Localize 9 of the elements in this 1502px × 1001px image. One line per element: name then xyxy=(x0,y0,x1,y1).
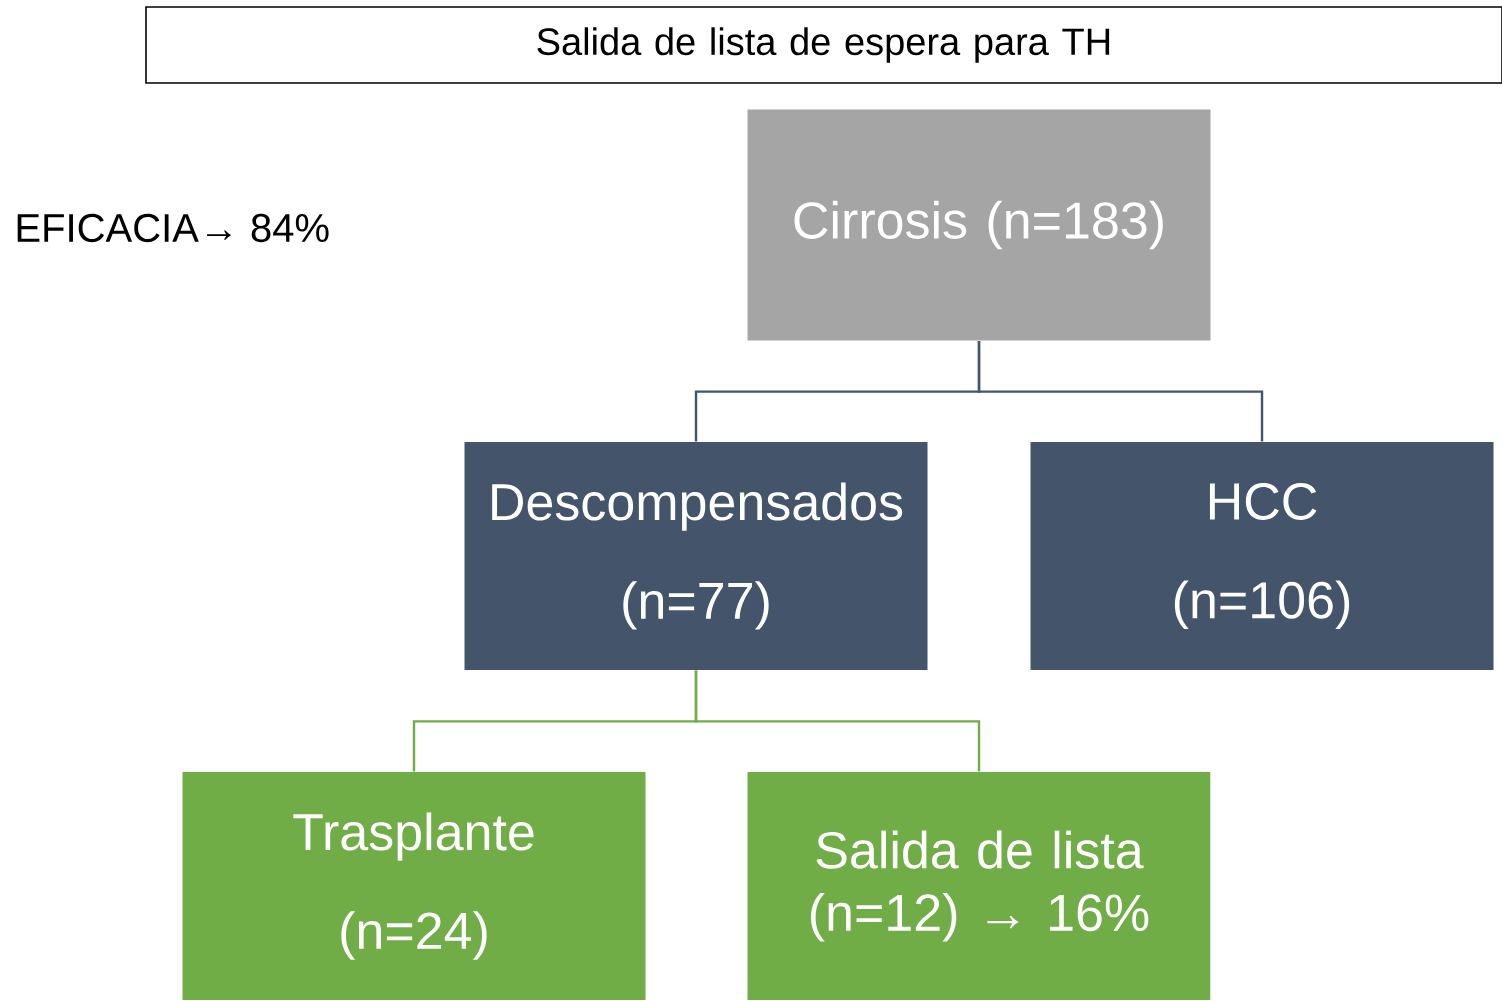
outcome-box: Trasplante (n=24) xyxy=(182,772,646,1000)
note-text: EFICACIA→ 84% xyxy=(17,213,329,243)
category-box: HCC (n=106) xyxy=(1030,442,1494,670)
outcome-box: Salida de lista (n=12) → 16% xyxy=(747,772,1211,1000)
title-box: Salida de lista de espera para TH xyxy=(145,6,1502,84)
category-box: Cirrosis (n=183) xyxy=(747,109,1211,341)
connector-line xyxy=(694,670,981,772)
connector-line xyxy=(977,340,1264,442)
category-box: Descompensados (n=77) xyxy=(464,442,928,670)
